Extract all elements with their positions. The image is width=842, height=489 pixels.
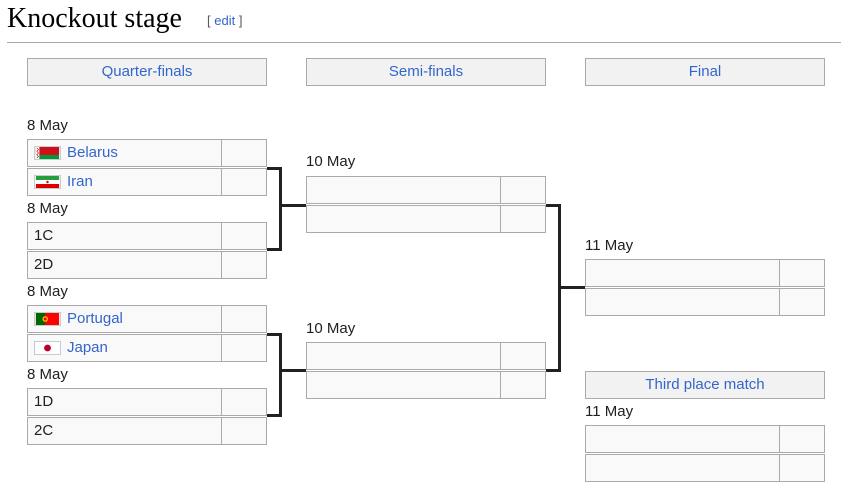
round-header-quarter-finals[interactable]: Quarter-finals xyxy=(27,58,267,86)
score-cell xyxy=(779,425,825,453)
flag-japan-icon xyxy=(34,341,61,355)
score-cell xyxy=(500,342,546,370)
round-header-third-place[interactable]: Third place match xyxy=(585,371,825,399)
score-cell xyxy=(221,305,267,333)
match-date: 8 May xyxy=(27,117,68,134)
score-cell xyxy=(221,388,267,416)
team-cell xyxy=(306,205,501,233)
score-cell xyxy=(500,176,546,204)
score-cell xyxy=(221,168,267,196)
team-link-portugal[interactable]: Portugal xyxy=(67,310,123,327)
score-cell xyxy=(221,334,267,362)
score-cell xyxy=(779,454,825,482)
team-cell xyxy=(585,454,780,482)
score-cell xyxy=(500,205,546,233)
team-cell xyxy=(585,425,780,453)
team-cell xyxy=(585,259,780,287)
team-cell: 1D xyxy=(27,388,222,416)
heading-divider xyxy=(7,42,841,43)
bracket-line xyxy=(279,369,306,372)
score-cell xyxy=(500,371,546,399)
match-date: 10 May xyxy=(306,320,356,337)
bracket-line xyxy=(558,286,585,289)
match-date: 8 May xyxy=(27,366,68,383)
match-date: 10 May xyxy=(306,153,356,170)
match-date: 11 May xyxy=(585,403,634,420)
edit-link[interactable]: edit xyxy=(214,13,236,28)
match-date: 8 May xyxy=(27,200,68,217)
team-cell xyxy=(306,342,501,370)
team-cell: 2D xyxy=(27,251,222,279)
match-date: 8 May xyxy=(27,283,68,300)
round-header-final[interactable]: Final xyxy=(585,58,825,86)
team-link-iran[interactable]: Iran xyxy=(67,173,93,190)
edit-section: [ edit ] xyxy=(207,13,243,28)
round-header-semi-finals[interactable]: Semi-finals xyxy=(306,58,546,86)
section-title: Knockout stage xyxy=(7,3,182,34)
score-cell xyxy=(221,417,267,445)
team-cell: Japan xyxy=(27,334,222,362)
team-placeholder: 1C xyxy=(34,227,54,244)
flag-portugal-icon xyxy=(34,312,61,326)
score-cell xyxy=(221,222,267,250)
team-cell: Belarus xyxy=(27,139,222,167)
team-link-japan[interactable]: Japan xyxy=(67,339,108,356)
team-cell: Portugal xyxy=(27,305,222,333)
bracket-line xyxy=(546,204,560,207)
bracket-line xyxy=(267,248,281,251)
flag-iran-icon xyxy=(34,175,61,189)
team-cell xyxy=(585,288,780,316)
bracket-line xyxy=(546,369,560,372)
team-placeholder: 2C xyxy=(34,422,54,439)
team-cell xyxy=(306,371,501,399)
team-cell: Iran xyxy=(27,168,222,196)
bracket-line xyxy=(279,204,306,207)
team-cell: 2C xyxy=(27,417,222,445)
team-placeholder: 1D xyxy=(34,393,54,410)
score-cell xyxy=(779,259,825,287)
bracket-line xyxy=(279,333,282,417)
score-cell xyxy=(221,251,267,279)
team-cell xyxy=(306,176,501,204)
flag-belarus-icon xyxy=(34,146,61,160)
team-cell: 1C xyxy=(27,222,222,250)
team-link-belarus[interactable]: Belarus xyxy=(67,144,118,161)
score-cell xyxy=(221,139,267,167)
bracket-line xyxy=(267,167,281,170)
score-cell xyxy=(779,288,825,316)
team-placeholder: 2D xyxy=(34,256,54,273)
bracket-line xyxy=(267,414,281,417)
bracket-line xyxy=(279,167,282,251)
bracket-line xyxy=(267,333,281,336)
match-date: 11 May xyxy=(585,237,634,254)
